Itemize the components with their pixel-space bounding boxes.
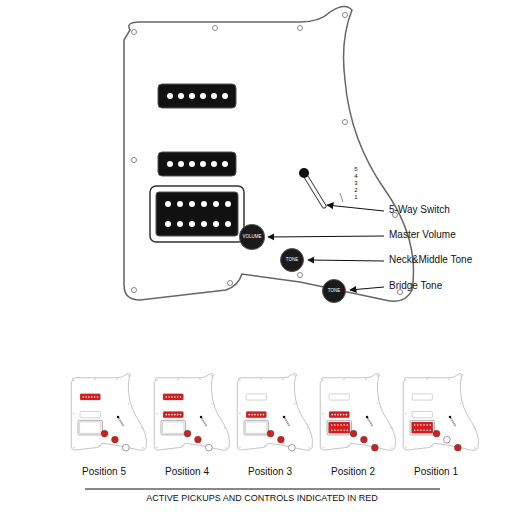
switch-position-number: 4 [354, 173, 357, 180]
position-label: Position 3 [248, 466, 292, 477]
control-knob: TONE [280, 248, 304, 272]
position-label: Position 5 [82, 466, 126, 477]
callout-label: Master Volume [389, 229, 456, 240]
callout-label: Neck&Middle Tone [389, 254, 472, 265]
position-label: Position 2 [331, 466, 375, 477]
control-knob: TONE [322, 279, 346, 303]
knob-label: VOLUME [242, 235, 261, 240]
divider-line [85, 489, 440, 490]
switch-position-number: 2 [354, 187, 357, 194]
main-pickguard [124, 6, 413, 301]
callout-label: 5-Way Switch [389, 204, 450, 215]
position-label: Position 4 [165, 466, 209, 477]
switch-position-number: 3 [354, 180, 357, 187]
control-knob: VOLUME [239, 224, 264, 249]
position-diagrams [71, 374, 478, 451]
knob-label: TONE [328, 289, 340, 294]
switch-position-number: 1 [354, 194, 357, 201]
callout-label: Bridge Tone [389, 280, 442, 291]
knob-label: TONE [286, 258, 298, 263]
switch-position-number: 5 [354, 166, 357, 173]
caption: ACTIVE PICKUPS AND CONTROLS INDICATED IN… [146, 494, 377, 504]
leader-lines [268, 205, 384, 290]
position-label: Position 1 [414, 466, 458, 477]
